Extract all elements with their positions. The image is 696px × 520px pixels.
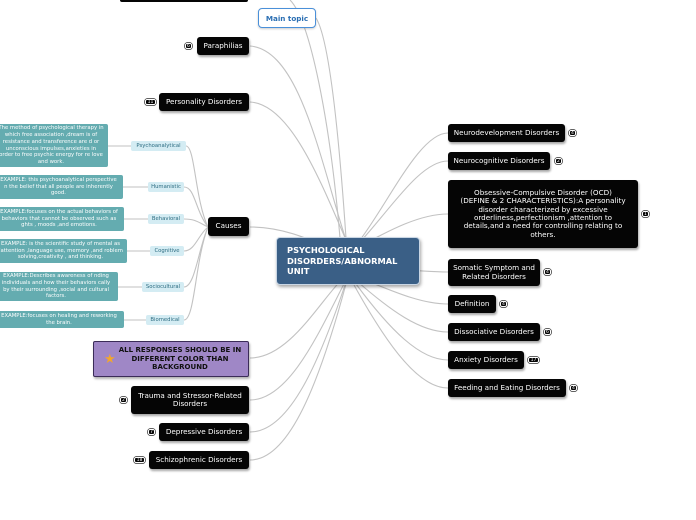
link-psychoanalytical — [185, 145, 209, 228]
link-main-topic — [315, 17, 347, 239]
ocd-node[interactable]: Obsessive-Compulsive Disorder (OCD) (DEF… — [448, 180, 638, 248]
personality-disorders-label: Personality Disorders — [165, 96, 243, 106]
neurocognitive-node[interactable]: Neurocognitive Disorders — [448, 152, 550, 170]
cause-psychoanalytical-label: Psychoanalytical — [136, 143, 181, 149]
paraphilias-node[interactable]: Paraphilias — [197, 37, 249, 55]
link-paraphilias — [249, 45, 347, 241]
feeding-label: Feeding and Eating Disorders — [454, 382, 560, 392]
neurodevelopment-count-badge: 4 — [569, 130, 576, 136]
paraphilias-count-badge: 6 — [185, 43, 192, 49]
depressive-disorders-node[interactable]: Depressive Disorders — [159, 423, 249, 441]
link-neurodevelopment — [359, 132, 449, 241]
link-schizophrenic — [249, 283, 347, 461]
detail-sociocultural[interactable]: EXAMPLE:Describes awareness of nding ind… — [0, 272, 118, 301]
central-topic-label: PSYCHOLOGICAL DISORDERS/ABNORMAL UNIT — [287, 244, 398, 277]
detail-cognitive[interactable]: EXAMPLE: is the scientific study of ment… — [0, 239, 127, 263]
detail-behavioral[interactable]: EXAMPLE:focuses on the actual behaviors … — [0, 207, 124, 231]
causes-label: Causes — [215, 221, 242, 231]
anxiety-count-badge: 17 — [528, 357, 539, 363]
cause-biomedical[interactable]: Biomedical — [146, 315, 184, 325]
cause-humanistic[interactable]: Humanistic — [148, 182, 184, 192]
detail-humanistic-text: EXAMPLE: this psychoanalytical perspecti… — [0, 176, 117, 197]
link-top-stub — [289, 0, 341, 239]
cause-cognitive-label: Cognitive — [154, 248, 180, 254]
anxiety-node[interactable]: Anxiety Disorders — [448, 351, 524, 369]
detail-biomedical-text: EXAMPLE:focuses on healing and reworking… — [1, 312, 117, 326]
star-icon: ★ — [104, 352, 116, 367]
detail-biomedical[interactable]: EXAMPLE:focuses on healing and reworking… — [0, 311, 124, 328]
trauma-node[interactable]: Trauma and Stressor-Related Disorders — [131, 386, 249, 414]
feeding-count-badge: 4 — [570, 385, 577, 391]
link-cognitive — [183, 226, 209, 252]
detail-psychoanalytical-text: The method of psychological therapy in w… — [0, 124, 104, 166]
offscreen-node-edge — [120, 0, 248, 2]
depressive-count-badge: 7 — [148, 429, 155, 435]
link-neurocognitive — [359, 160, 449, 243]
trauma-count-badge: 2 — [120, 397, 127, 403]
dissociative-count-badge: 6 — [544, 329, 551, 335]
link-feeding — [353, 284, 449, 389]
dissociative-label: Dissociative Disorders — [454, 326, 534, 336]
cause-behavioral[interactable]: Behavioral — [148, 214, 184, 224]
feeding-node[interactable]: Feeding and Eating Disorders — [448, 379, 566, 397]
depressive-disorders-label: Depressive Disorders — [165, 426, 243, 436]
cause-biomedical-label: Biomedical — [150, 317, 180, 323]
central-topic[interactable]: PSYCHOLOGICAL DISORDERS/ABNORMAL UNIT — [276, 237, 420, 285]
link-depressive — [249, 281, 347, 433]
detail-psychoanalytical[interactable]: The method of psychological therapy in w… — [0, 124, 108, 167]
link-dissociative — [357, 281, 449, 333]
personality-disorders-node[interactable]: Personality Disorders — [159, 93, 249, 111]
causes-node[interactable]: Causes — [208, 217, 249, 236]
trauma-label: Trauma and Stressor-Related Disorders — [138, 390, 242, 408]
note-node[interactable]: ★ ALL RESPONSES SHOULD BE IN DIFFERENT C… — [93, 341, 249, 377]
paraphilias-label: Paraphilias — [203, 40, 243, 50]
schizophrenic-disorders-node[interactable]: Schizophrenic Disorders — [149, 451, 249, 469]
somatic-count-badge: 4 — [544, 269, 551, 275]
detail-sociocultural-text: EXAMPLE:Describes awareness of nding ind… — [1, 272, 111, 300]
dissociative-node[interactable]: Dissociative Disorders — [448, 323, 540, 341]
cause-sociocultural-label: Sociocultural — [145, 284, 181, 290]
detail-cognitive-text: EXAMPLE: is the scientific study of ment… — [0, 240, 123, 261]
definition-label: Definition — [454, 298, 490, 308]
somatic-label: Somatic Symptom and Related Disorders — [453, 263, 535, 281]
cause-behavioral-label: Behavioral — [151, 216, 181, 222]
neurocognitive-label: Neurocognitive Disorders — [453, 155, 545, 165]
cause-psychoanalytical[interactable]: Psychoanalytical — [131, 141, 186, 151]
neurocognitive-count-badge: 2 — [555, 158, 562, 164]
link-humanistic — [183, 186, 209, 228]
main-topic-label: Main topic — [265, 13, 309, 23]
neurodevelopment-node[interactable]: Neurodevelopment Disorders — [448, 124, 565, 142]
link-anxiety — [355, 283, 449, 361]
definition-node[interactable]: Definition — [448, 295, 496, 313]
link-biomedical — [183, 226, 209, 321]
link-trauma — [249, 279, 347, 401]
schizophrenic-count-badge: 18 — [134, 457, 145, 463]
ocd-label: Obsessive-Compulsive Disorder (OCD) (DEF… — [460, 188, 626, 239]
cause-humanistic-label: Humanistic — [151, 184, 181, 190]
neurodevelopment-label: Neurodevelopment Disorders — [453, 127, 560, 137]
schizophrenic-disorders-label: Schizophrenic Disorders — [155, 454, 243, 464]
note-label: ALL RESPONSES SHOULD BE IN DIFFERENT COL… — [118, 346, 242, 372]
detail-humanistic[interactable]: EXAMPLE: this psychoanalytical perspecti… — [0, 175, 123, 199]
personality-count-badge: 11 — [145, 99, 156, 105]
link-note — [249, 274, 347, 359]
link-behavioral — [183, 218, 209, 228]
cause-sociocultural[interactable]: Sociocultural — [142, 282, 184, 292]
cause-cognitive[interactable]: Cognitive — [150, 246, 184, 256]
main-topic-node[interactable]: Main topic — [258, 8, 316, 28]
definition-count-badge: 4 — [500, 301, 507, 307]
anxiety-label: Anxiety Disorders — [454, 354, 518, 364]
link-personality — [249, 101, 347, 241]
detail-behavioral-text: EXAMPLE:focuses on the actual behaviors … — [0, 208, 118, 229]
ocd-count-badge: 1 — [642, 211, 649, 217]
somatic-node[interactable]: Somatic Symptom and Related Disorders — [448, 259, 540, 286]
